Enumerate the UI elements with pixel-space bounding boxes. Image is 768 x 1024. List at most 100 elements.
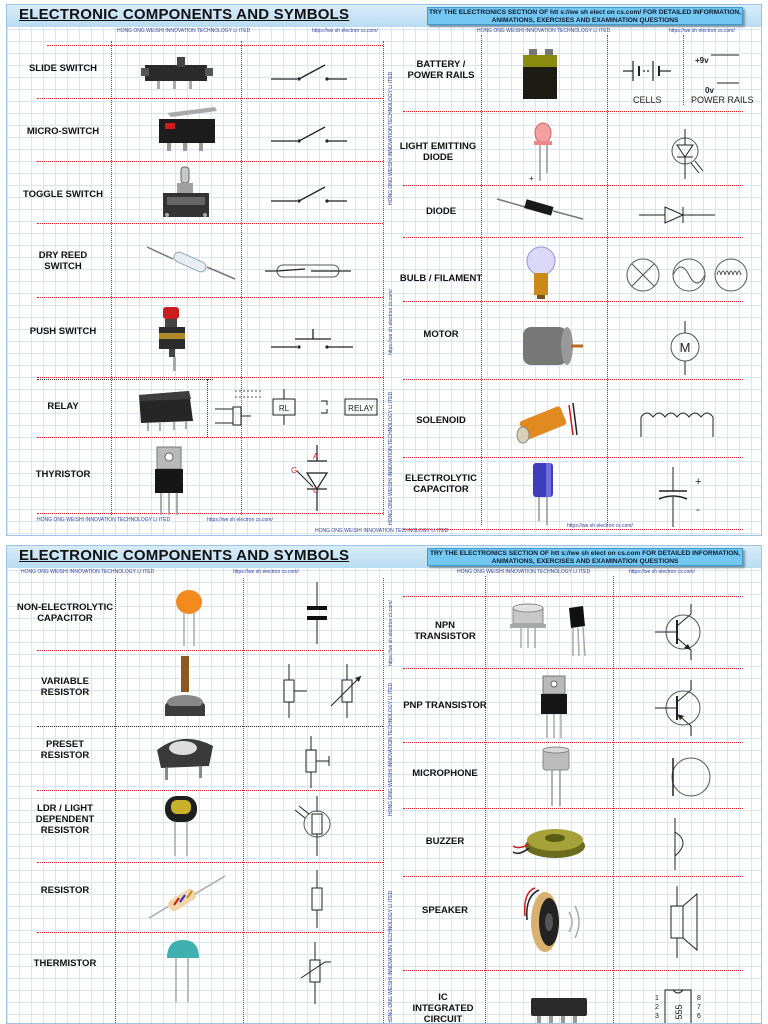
row-divider xyxy=(403,668,743,669)
electrolytic-capacitor-image xyxy=(533,463,553,525)
website-credit: https://we sh electron cs.com/ xyxy=(669,28,735,34)
pin-label: 1 xyxy=(655,995,659,1002)
website-credit: https://we sh electron cs.com/ xyxy=(233,569,299,575)
row-divider xyxy=(403,301,743,302)
electrolytic-capacitor-symbol: + - xyxy=(658,467,701,527)
push-switch-image xyxy=(159,307,185,371)
ic-image xyxy=(531,998,587,1023)
label-npn-transistor: NPN TRANSISTOR xyxy=(414,620,476,642)
label-ic: IC INTEGRATED CIRCUIT xyxy=(412,992,474,1024)
zerov-label: 0v xyxy=(705,86,714,95)
column-divider xyxy=(683,35,684,105)
row-divider xyxy=(403,742,743,743)
buzzer-symbol xyxy=(674,818,684,870)
column-divider xyxy=(481,35,482,525)
label-solenoid: SOLENOID xyxy=(416,415,466,426)
sheet-title: ELECTRONIC COMPONENTS AND SYMBOLS xyxy=(19,6,350,23)
led-image: + xyxy=(529,122,552,183)
label-bulb: BULB / FILAMENT xyxy=(399,273,483,284)
company-credit: HONG ONG WEISHI INNOVATION TECHNOLOGY LI… xyxy=(21,569,155,575)
battery-image xyxy=(523,49,557,99)
row-divider xyxy=(37,161,383,162)
row-divider xyxy=(37,513,383,514)
label-thermistor: THERMISTOR xyxy=(33,958,97,969)
ldr-image xyxy=(165,796,197,856)
column-divider xyxy=(383,578,384,1023)
capacitor-symbol xyxy=(307,582,327,644)
label-ldr: LDR / LIGHT DEPENDENT RESISTOR xyxy=(35,803,95,836)
website-credit: https://we sh electron cs.com/ xyxy=(207,517,273,523)
label-relay: RELAY xyxy=(47,401,79,412)
toggle-switch-image xyxy=(163,166,209,217)
promo-banner: TRY THE ELECTRONICS SECTION OF htt s://w… xyxy=(427,548,743,566)
battery-symbols: CELLS +9v 0v POWER RAILS xyxy=(623,54,754,105)
toggle-switch-symbol xyxy=(271,186,347,203)
row-divider xyxy=(37,726,383,727)
bulb-symbols xyxy=(626,258,748,292)
cap-minus-label: - xyxy=(696,504,700,516)
microphone-symbol xyxy=(671,757,711,797)
row-divider xyxy=(403,237,743,238)
push-switch-symbol xyxy=(271,329,353,349)
row-divider xyxy=(37,650,383,651)
relay-image xyxy=(139,391,193,431)
sheet-header: ELECTRONIC COMPONENTS AND SYMBOLS TRY TH… xyxy=(7,546,761,568)
row-divider xyxy=(403,876,743,877)
pin-label: 3 xyxy=(655,1013,659,1020)
row-divider xyxy=(37,297,383,298)
label-non-electrolytic-capacitor: NON-ELECTROLYTIC CAPACITOR xyxy=(16,602,114,624)
variable-resistor-image xyxy=(165,656,205,716)
label-electrolytic-capacitor: ELECTROLYTIC CAPACITOR xyxy=(405,473,477,495)
plus9v-label: +9v xyxy=(695,56,709,65)
website-credit: https://we sh electron cs.com/ xyxy=(629,569,695,575)
components-sheet-2: ELECTRONIC COMPONENTS AND SYMBOLS TRY TH… xyxy=(6,545,762,1024)
column-divider xyxy=(243,578,244,1023)
bulb-image xyxy=(526,246,556,299)
power-rails-caption: POWER RAILS xyxy=(691,95,754,105)
row-divider xyxy=(403,379,743,380)
solenoid-symbol xyxy=(640,412,714,437)
promo-banner: TRY THE ELECTRONICS SECTION OF htt s://w… xyxy=(427,7,743,25)
gate-label: G xyxy=(291,466,297,475)
ldr-symbol xyxy=(294,796,331,856)
thyristor-symbol: G A C xyxy=(291,445,329,511)
row-divider xyxy=(37,437,383,438)
preset-resistor-symbol xyxy=(305,736,330,788)
relay-text: RELAY xyxy=(348,404,374,413)
pnp-transistor-symbol xyxy=(655,680,701,736)
label-pnp-transistor: PNP TRANSISTOR xyxy=(403,700,487,711)
label-resistor: RESISTOR xyxy=(40,885,90,896)
resistor-symbol xyxy=(311,870,323,928)
cap-plus-label: + xyxy=(695,476,701,488)
row-divider xyxy=(37,377,383,378)
label-micro-switch: MICRO-SWITCH xyxy=(26,126,100,137)
label-slide-switch: SLIDE SWITCH xyxy=(28,63,98,74)
row-divider xyxy=(403,185,743,186)
column-divider xyxy=(383,41,384,515)
row-divider xyxy=(403,111,743,112)
website-credit: https://we sh electron cs.com/ xyxy=(388,600,394,666)
column-divider xyxy=(607,35,608,525)
company-credit: HONG ONG WEISHI INNOVATION TECHNOLOGY LI… xyxy=(388,71,394,205)
company-credit: HONG ONG WEISHI INNOVATION TECHNOLOGY LI… xyxy=(457,569,591,575)
row-divider xyxy=(403,457,743,458)
ceramic-capacitor-image xyxy=(176,590,202,646)
row-divider xyxy=(37,932,383,933)
micro-switch-image xyxy=(159,107,217,151)
dry-reed-switch-image xyxy=(146,246,236,280)
relay-symbols: RL RELAY xyxy=(215,389,378,426)
led-symbol xyxy=(671,129,704,179)
label-buzzer: BUZZER xyxy=(425,836,465,847)
buzzer-image xyxy=(512,829,585,858)
label-toggle-switch: TOGGLE SWITCH xyxy=(22,189,104,200)
pin-label: 6 xyxy=(697,1013,701,1020)
npn-transistor-image xyxy=(510,603,586,657)
pnp-transistor-image xyxy=(541,675,567,738)
company-credit: HONG ONG WEISHI INNOVATION TECHNOLOGY LI… xyxy=(117,28,251,34)
resistor-image xyxy=(148,875,226,919)
column-divider xyxy=(613,576,614,1023)
relay-rl-text: RL xyxy=(279,404,290,413)
label-push-switch: PUSH SWITCH xyxy=(29,326,97,337)
label-microphone: MICROPHONE xyxy=(412,768,478,779)
label-thyristor: THYRISTOR xyxy=(35,469,91,480)
